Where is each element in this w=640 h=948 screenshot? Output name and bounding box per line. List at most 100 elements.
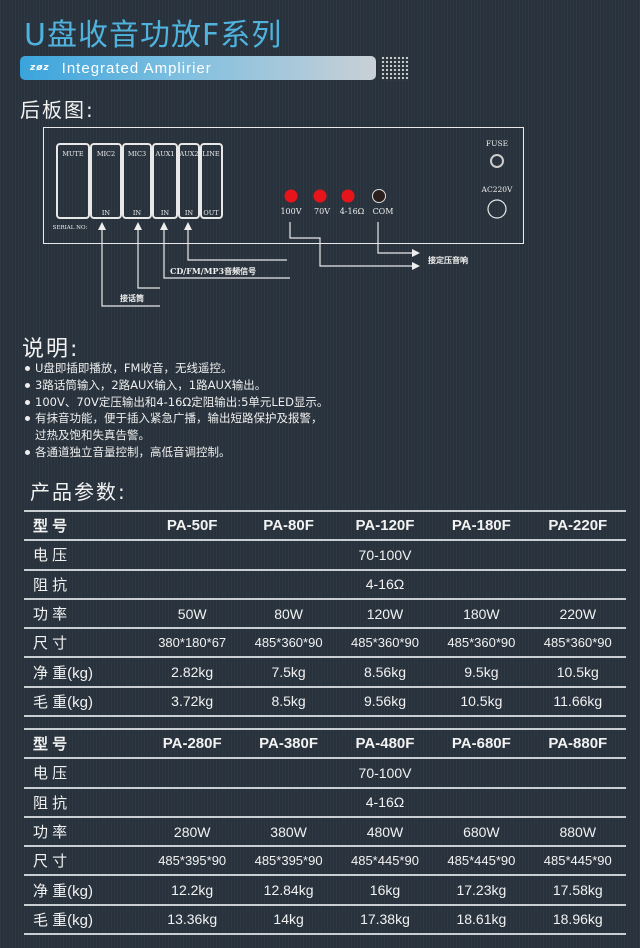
row-label: 阻 抗 [24,786,144,817]
table-cell: 70-100V [144,539,626,570]
fuse-label: FUSE [486,139,508,148]
table-cell: PA-80F [240,509,337,541]
terminal-label: 70V [314,207,330,216]
table-cell: 80W [240,597,337,629]
table-cell: 380*180*67 [144,627,241,658]
module-label: MUTE [62,150,83,158]
row-label: 净 重(kg) [24,656,144,687]
terminal-com [372,189,386,203]
row-label: 尺 寸 [24,627,144,658]
table-cell: 485*360*90 [433,627,530,658]
terminal-label: 100V [280,207,301,216]
table-cell: 485*445*90 [336,845,434,876]
row-label: 净 重(kg) [24,874,144,905]
terminal-70v [313,189,327,203]
arrow-icons [98,222,420,270]
module-aux1 [152,143,178,219]
row-label: 型 号 [24,727,144,759]
terminal-label: COM [373,207,394,216]
power-label: AC220V [481,185,513,194]
list-item: 有抹音功能，便于插入紧急广播，输出短路保护及报警， [22,410,328,427]
table-cell: 180W [433,597,530,629]
table-cell: 8.5kg [240,685,337,718]
row-label: 电 压 [24,757,144,788]
row-label: 毛 重(kg) [24,685,144,718]
list-item: 100V、70V定压输出和4-16Ω定阻输出:5单元LED显示。 [22,394,328,411]
table-cell: 485*395*90 [240,845,337,876]
table-cell: 14kg [240,903,337,936]
table-cell: 9.56kg [336,685,434,718]
table-cell: 16kg [336,874,434,905]
module-label: LINE [202,150,220,158]
table-cell: 7.5kg [240,656,337,687]
row-label: 阻 抗 [24,568,144,599]
dot-grid-decoration [381,56,408,81]
power-socket [487,199,507,219]
terminal-4-16ohm [341,189,355,203]
list-item: U盘即插即播放，FM收音，无线遥控。 [22,360,328,377]
page-title: U盘收音功放F系列 [24,18,283,53]
row-label: 型 号 [24,509,144,541]
module-io-label: IN [161,209,170,217]
table-cell: 12.2kg [144,874,241,905]
table-cell: 11.66kg [529,685,626,718]
table-cell: 485*360*90 [336,627,434,658]
module-io-label: IN [185,209,194,217]
module-io-label: IN [133,209,142,217]
table-cell: 3.72kg [144,685,241,718]
module-label: AUX2 [179,150,199,158]
table-cell: 485*445*90 [433,845,530,876]
table-cell: 9.5kg [433,656,530,687]
terminal-label: 4-16Ω [340,207,365,216]
feature-list: U盘即插即播放，FM收音，无线遥控。 3路话筒输入，2路AUX输入，1路AUX输… [22,360,328,461]
module-label: MIC3 [128,150,146,158]
table-cell: 8.56kg [336,656,434,687]
table-cell: 485*360*90 [529,627,626,658]
table-cell: PA-50F [144,509,241,541]
rear-panel-heading: 后板图: [20,98,95,122]
table-cell: 680W [433,815,530,847]
callout-speaker: 接定压音响 [428,255,468,265]
list-item: 各通道独立音量控制，高低音调控制。 [22,444,328,461]
table-cell: 18.96kg [529,903,626,936]
table-cell: 480W [336,815,434,847]
table-cell: 17.38kg [336,903,434,936]
table-cell: 120W [336,597,434,629]
banner-subtitle: Integrated Amplirier [61,59,212,77]
table-cell: 17.58kg [529,874,626,905]
table-cell: 485*445*90 [529,845,626,876]
table-cell: 70-100V [144,757,626,788]
row-label: 毛 重(kg) [24,903,144,936]
table-cell: PA-280F [144,727,241,759]
table-cell: 13.36kg [144,903,241,936]
row-label: 电 压 [24,539,144,570]
table-cell: 4-16Ω [144,568,626,599]
table-cell: PA-480F [336,727,434,759]
table-cell: PA-120F [336,509,434,541]
terminal-100v [284,189,298,203]
fuse-holder [490,154,504,168]
module-label: MIC2 [97,150,115,158]
module-mic2 [90,143,122,219]
callout-mic: 接话筒 [120,293,144,303]
product-banner: zøz Integrated Amplirier [20,56,376,80]
module-line [200,143,223,219]
table-cell: PA-220F [529,509,626,541]
table-cell: 17.23kg [433,874,530,905]
table-cell: PA-180F [433,509,530,541]
table-cell: PA-380F [240,727,337,759]
